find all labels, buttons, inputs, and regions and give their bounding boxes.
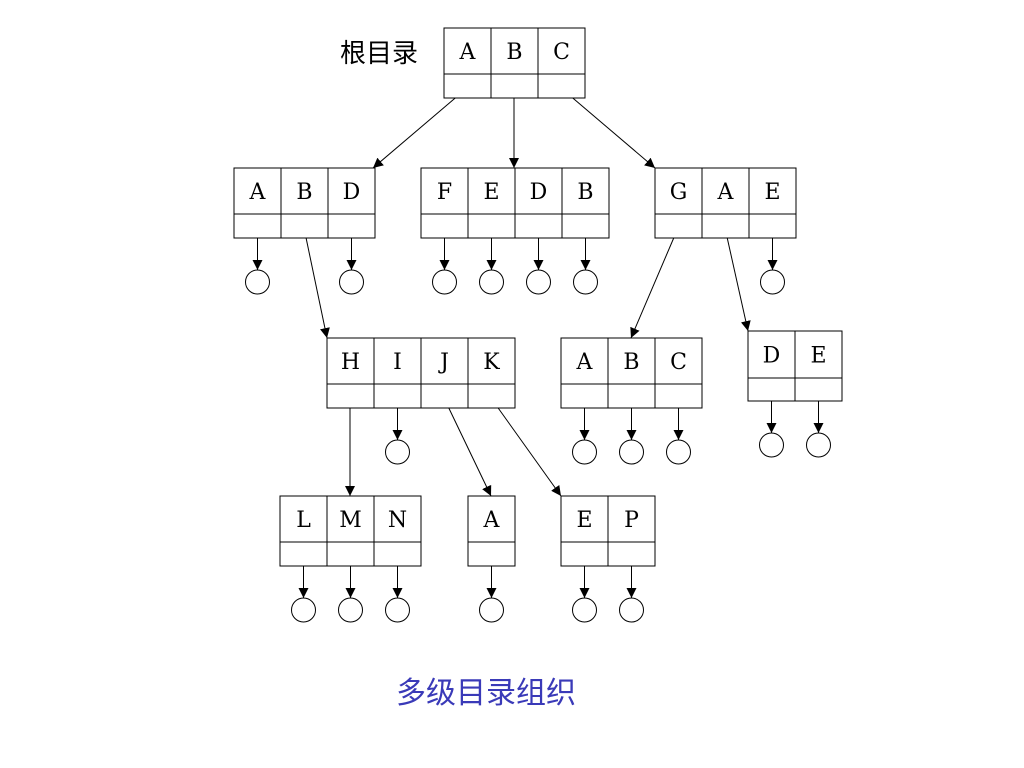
file-node-circle	[572, 439, 597, 465]
entry-name: M	[339, 508, 362, 533]
file-node-circle	[806, 432, 831, 458]
file-node-circle	[619, 597, 644, 623]
file-node-circle	[572, 597, 597, 623]
file-node-circle	[666, 439, 691, 465]
entry-name: F	[437, 180, 452, 205]
entry-name: E	[764, 180, 780, 205]
file-node-circle	[385, 597, 410, 623]
entry-name: B	[577, 180, 593, 205]
directory-pointer-arrow	[490, 397, 562, 497]
file-node-circle	[760, 269, 785, 295]
file-node-circle	[526, 269, 551, 295]
entry-name: L	[296, 508, 311, 533]
directory-frame	[560, 337, 703, 409]
directory-pointer-arrow	[443, 397, 492, 497]
entry-name: G	[670, 180, 688, 205]
file-leaves	[245, 269, 831, 623]
file-node-circle	[245, 269, 270, 295]
entry-name: A	[483, 508, 501, 533]
entry-name: D	[763, 344, 781, 369]
directory-root: A B C	[443, 27, 586, 99]
entry-name: C	[553, 40, 570, 65]
file-node-circle	[338, 597, 363, 623]
file-node-circle	[339, 269, 364, 295]
directory-frame	[654, 167, 797, 239]
directory-frame	[467, 495, 516, 567]
entry-name: P	[624, 508, 639, 533]
directory-pointer-arrow	[303, 227, 330, 339]
entry-name: E	[576, 508, 592, 533]
entry-name: E	[483, 180, 499, 205]
entry-name: B	[506, 40, 522, 65]
entry-name: B	[296, 180, 312, 205]
directory-d8: A	[467, 495, 516, 567]
directory-frame	[233, 167, 376, 239]
entry-name: A	[576, 350, 594, 375]
entry-name: A	[249, 180, 267, 205]
directory-d5: A B C	[560, 337, 703, 409]
entry-name: D	[343, 180, 361, 205]
file-node-circle	[432, 269, 457, 295]
file-node-circle	[619, 439, 644, 465]
entry-name: A	[717, 180, 735, 205]
diagram-caption: 多级目录组织	[396, 676, 576, 711]
file-node-circle	[759, 432, 784, 458]
entry-name: C	[670, 350, 687, 375]
directory-pointer-arrow	[724, 227, 751, 332]
entry-name: E	[810, 344, 826, 369]
entry-name: N	[388, 508, 407, 533]
directory-pointer-arrow	[560, 87, 656, 169]
directory-pointer-arrow	[372, 87, 468, 169]
directory-frame	[443, 27, 586, 99]
directory-pointer-arrow	[630, 227, 679, 339]
file-node-circle	[385, 439, 410, 465]
file-node-circle	[479, 269, 504, 295]
entry-name: I	[393, 350, 402, 375]
directory-d7: L M N	[279, 495, 422, 567]
entry-name: J	[438, 350, 449, 375]
entry-name: H	[341, 350, 360, 375]
entry-name: B	[623, 350, 639, 375]
file-node-circle	[291, 597, 316, 623]
file-node-circle	[479, 597, 504, 623]
root-directory-label: 根目录	[340, 39, 418, 69]
entry-name: D	[530, 180, 548, 205]
directory-frame	[279, 495, 422, 567]
entry-name: K	[483, 350, 500, 375]
directory-d4: H I J K	[326, 337, 516, 409]
entry-name: A	[459, 40, 477, 65]
file-node-circle	[573, 269, 598, 295]
